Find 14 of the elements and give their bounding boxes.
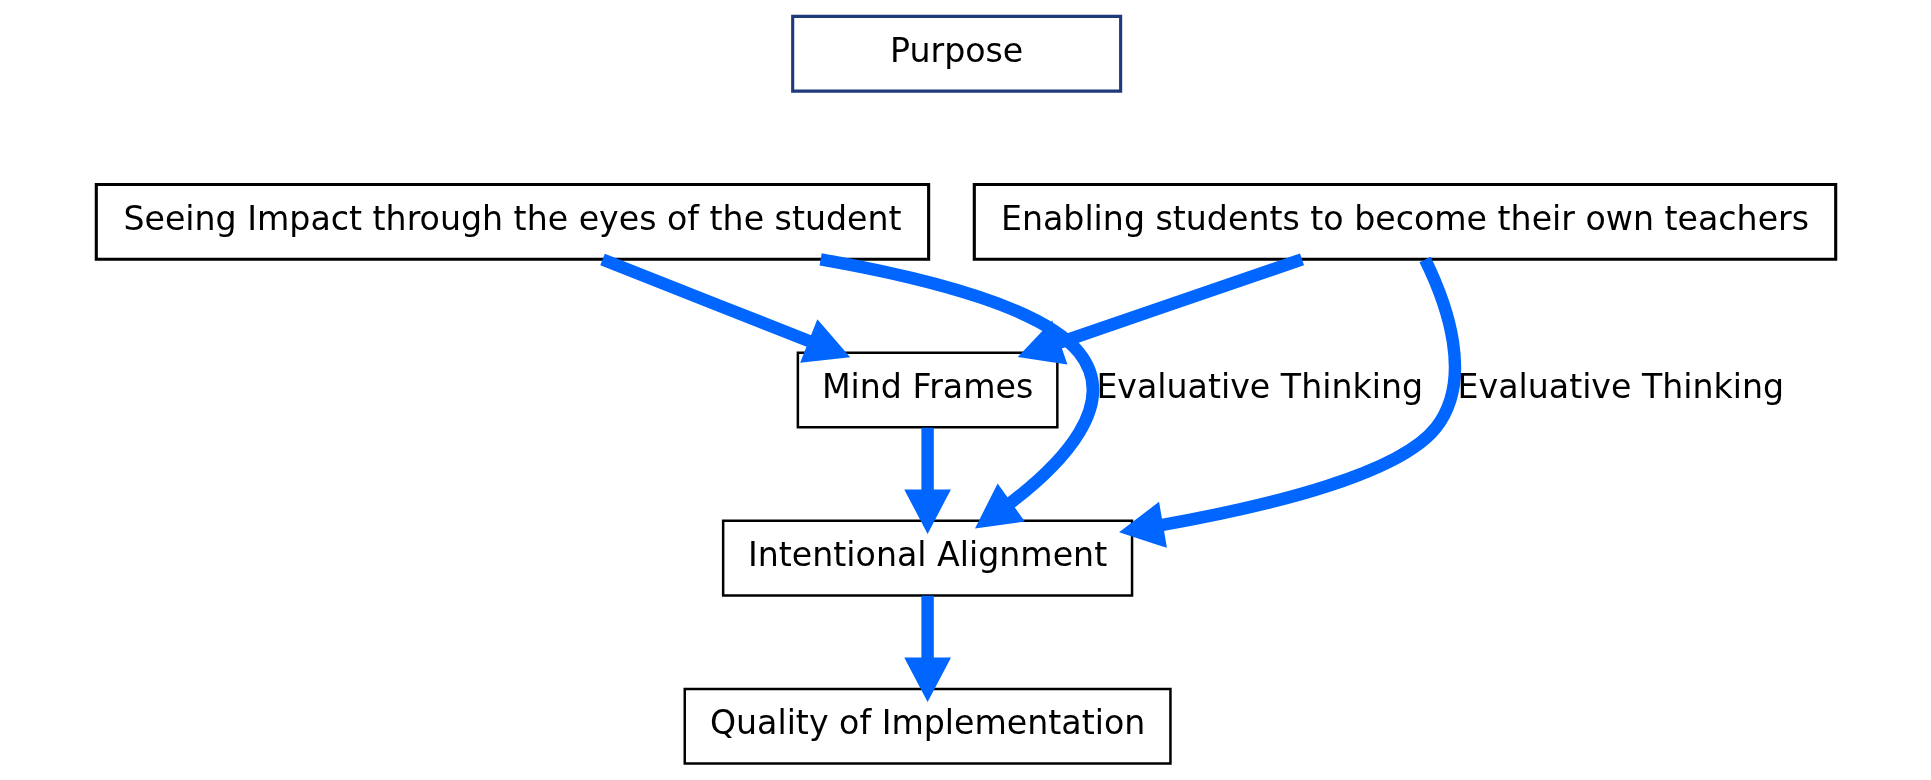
arrow (903, 595, 951, 703)
arrow (1017, 253, 1304, 365)
node-box: Mind Frames (796, 351, 1059, 429)
node-box: Seeing Impact through the eyes of the student (94, 182, 930, 261)
node-box: Purpose (790, 14, 1122, 93)
node-box: Enabling students to become their own teachers (972, 182, 1837, 261)
arrow (599, 253, 850, 363)
edge-label: Evaluative Thinking (1095, 366, 1423, 406)
arrow (819, 253, 1099, 529)
arrow (903, 427, 951, 534)
node-box: Quality of Implementation (683, 687, 1172, 765)
edge-label: Evaluative Thinking (1457, 366, 1784, 406)
node-box: Intentional Alignment (721, 519, 1133, 597)
arrow (1118, 256, 1461, 548)
